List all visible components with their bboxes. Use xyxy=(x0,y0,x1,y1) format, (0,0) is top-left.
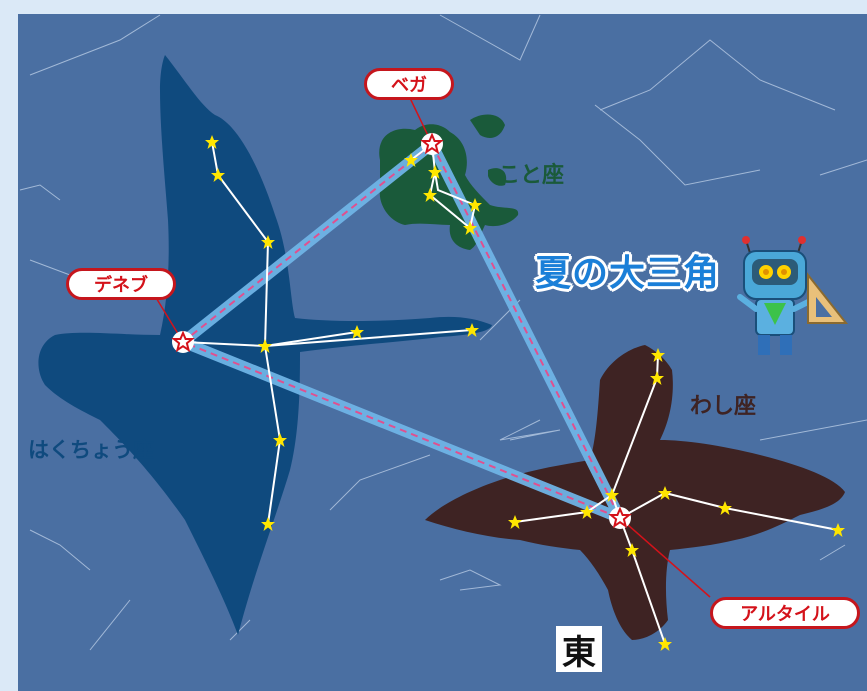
lyra-label: こと座 xyxy=(498,163,565,188)
eagle-silhouette xyxy=(425,345,845,640)
vega-star-icon xyxy=(420,132,444,156)
summer-triangle xyxy=(177,138,626,524)
cygnus-label: はくちょう座 xyxy=(28,438,154,462)
aquila-label: わし座 xyxy=(690,394,757,419)
deneb-label: デネブ xyxy=(66,268,176,300)
robot-mascot-icon xyxy=(737,236,849,355)
altair-star-icon xyxy=(608,506,632,530)
title-summer-triangle: 夏の大三角 xyxy=(535,253,721,294)
deneb-star-icon xyxy=(171,330,195,354)
altair-label: アルタイル xyxy=(710,597,860,629)
vega-label: ベガ xyxy=(364,68,454,100)
direction-east-label: 東 xyxy=(556,626,602,673)
